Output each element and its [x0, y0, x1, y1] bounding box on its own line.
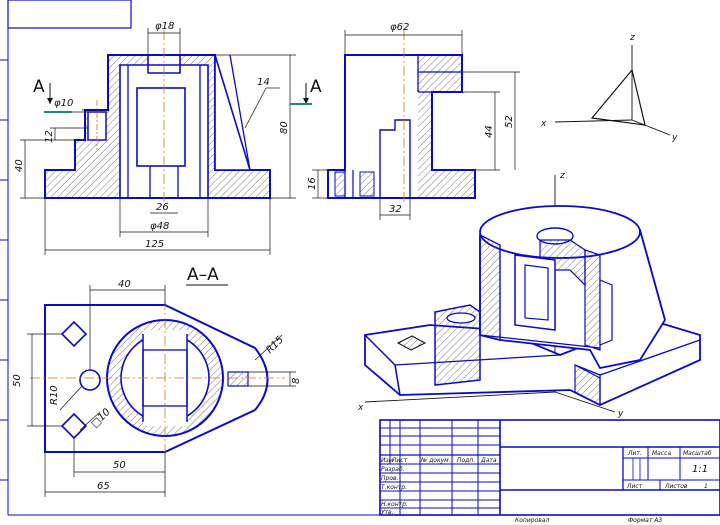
axis-y-iso: y: [617, 409, 624, 419]
tb-header-date: Дата: [480, 457, 497, 464]
dim-80: 80: [279, 121, 290, 134]
tb-scale: Масштаб: [683, 450, 712, 457]
dim-40: 40: [14, 159, 25, 172]
front-view: [44, 30, 271, 205]
section-letter-left: A: [33, 77, 45, 97]
axis-x-small: x: [540, 119, 547, 129]
tb-format: Формат A3: [628, 517, 662, 524]
dim-d48: φ48: [150, 221, 169, 232]
axis-z-iso: z: [559, 171, 565, 181]
plan-view: [30, 300, 285, 455]
dim-65: 65: [97, 481, 110, 492]
section-mark-right: A: [290, 77, 322, 105]
tb-row-prov: Пров.: [381, 475, 399, 482]
dim-52: 52: [504, 115, 515, 128]
dim-32: 32: [389, 204, 402, 215]
tb-header-doc: № докум.: [420, 457, 451, 464]
dim-d18: φ18: [155, 21, 174, 32]
tb-row-razrab: Разраб.: [381, 466, 405, 473]
tb-mass: Масса: [652, 450, 671, 457]
dim-14: 14: [257, 77, 270, 88]
section-letter-right: A: [310, 77, 322, 97]
tb-sheet: Лист: [626, 483, 643, 490]
tb-header-sign: Подп.: [457, 457, 475, 464]
axis-y-small: y: [671, 133, 678, 143]
tb-row-tkontr: Т.контр.: [381, 484, 407, 491]
section-title-text: A–A: [187, 265, 219, 285]
dim-16: 16: [307, 177, 318, 190]
dim-125: 125: [145, 239, 164, 250]
section-title: A–A: [186, 265, 228, 286]
front-view-dim-text: φ18 125 φ48 26 80 40 12 φ10 14: [14, 21, 290, 250]
tb-sheets-value: 1: [704, 483, 708, 490]
plan-view-dimensions: [27, 285, 296, 497]
side-view-dimensions: [312, 30, 520, 220]
dim-8: 8: [291, 378, 302, 384]
tb-lit: Лит.: [627, 450, 642, 457]
tb-sheets: Листов: [664, 483, 688, 490]
section-mark-left: A: [33, 77, 72, 113]
axes-diagram-small: z x y: [540, 33, 678, 143]
side-view: [327, 30, 476, 205]
tb-header-izm: Изм: [381, 457, 394, 464]
dim-40: 40: [118, 279, 131, 290]
title-block-text: Изм Лист № докум. Подп. Дата Разраб. Про…: [381, 450, 712, 524]
dim-26: 26: [156, 202, 169, 213]
title-block: [379, 419, 720, 516]
dim-d62: φ62: [390, 22, 409, 33]
isometric-view: z x y: [357, 171, 701, 419]
tb-header-list: Лист: [391, 457, 408, 464]
dim-r10: R10: [49, 385, 60, 405]
tb-copied: Копировал: [515, 517, 549, 524]
tb-scale-value: 1:1: [692, 464, 708, 475]
dim-50-vertical: 50: [12, 374, 23, 387]
tb-row-utv: Утв.: [381, 509, 394, 516]
axis-x-iso: x: [357, 403, 364, 413]
front-view-dimensions: [20, 28, 296, 255]
dim-d10: φ10: [54, 98, 73, 109]
dim-44: 44: [484, 125, 495, 138]
axis-z-small: z: [629, 33, 635, 43]
tb-row-nkontr: Н.контр.: [381, 501, 408, 508]
dim-12: 12: [44, 130, 55, 143]
side-view-dim-text: φ62 44 52 16 32: [307, 22, 515, 215]
dim-50-horizontal: 50: [113, 460, 126, 471]
